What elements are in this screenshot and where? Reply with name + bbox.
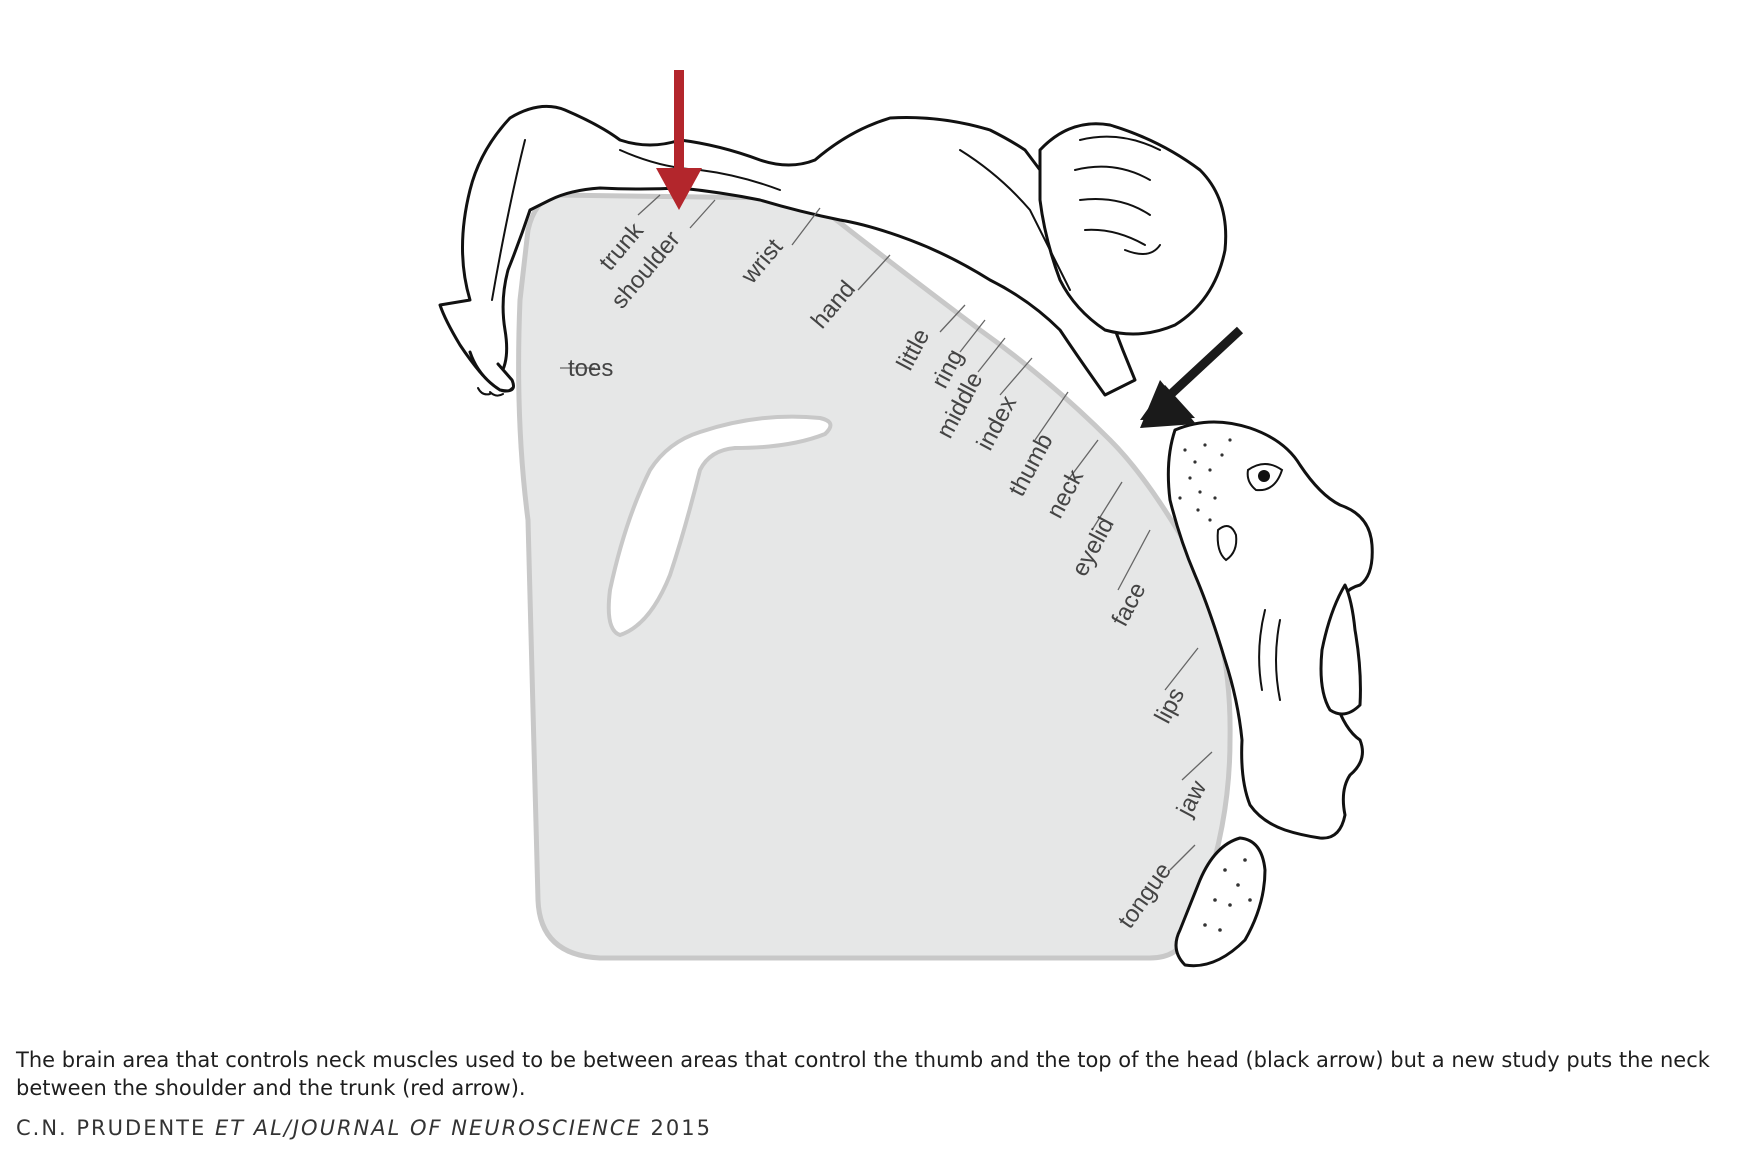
credit-year: 2015 [641, 1116, 712, 1140]
motor-homunculus-diagram: trunk shoulder wrist hand toes little ri… [438, 70, 1374, 968]
homunculus-body-illustration [438, 104, 1374, 968]
credit-authors: C.N. PRUDENTE [16, 1116, 215, 1140]
figure-caption: The brain area that controls neck muscle… [16, 1048, 1710, 1100]
figure-credit: C.N. PRUDENTE ET AL/JOURNAL OF NEUROSCIE… [16, 1116, 712, 1140]
label-toes: toes [568, 355, 613, 382]
black-arrow [1140, 326, 1244, 428]
red-arrow [656, 70, 702, 210]
ventricle-shape [606, 414, 833, 638]
credit-journal: ET AL/JOURNAL OF NEUROSCIENCE [214, 1116, 642, 1140]
label-tick-lines [560, 194, 1213, 871]
